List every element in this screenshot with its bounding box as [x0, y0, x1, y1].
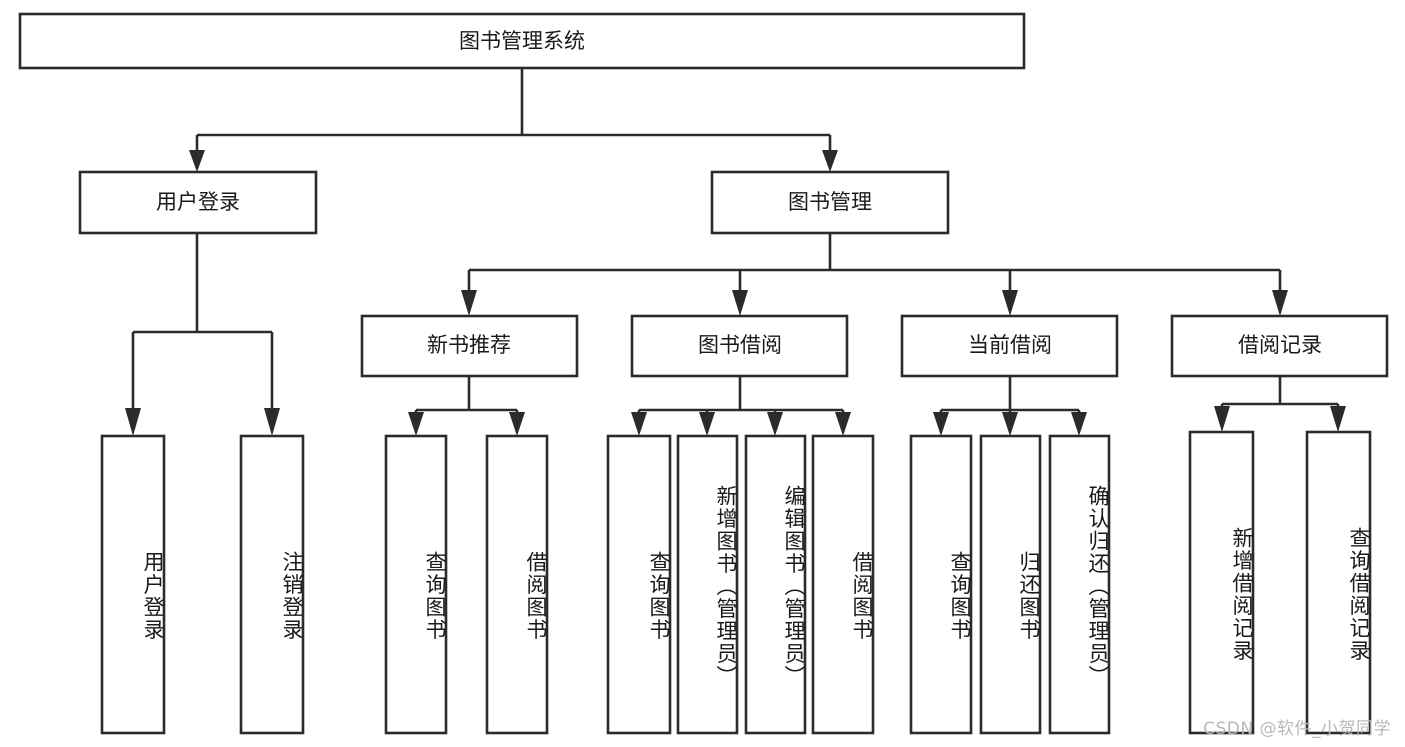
arrow-to-book-manage-icon [822, 150, 838, 172]
arrow-to-user-login-icon [189, 150, 205, 172]
node-current-borrow-label: 当前借阅 [968, 333, 1052, 357]
node-current-borrow[interactable] [900, 314, 1119, 378]
node-leaf-add-book[interactable] [676, 434, 739, 735]
node-leaf-edit-book[interactable] [744, 434, 807, 735]
arrow-to-current-borrow-icon [1002, 290, 1018, 316]
node-root[interactable] [18, 12, 1026, 70]
node-book-borrow-label: 图书借阅 [698, 333, 782, 357]
arrow-leaf-add-record-icon [1214, 406, 1230, 432]
arrow-to-borrow-record-icon [1272, 290, 1288, 316]
node-root-label: 图书管理系统 [459, 29, 585, 53]
arrow-leaf-edit-book-icon [767, 412, 783, 436]
node-new-book-recommend-label: 新书推荐 [427, 333, 511, 357]
node-leaf-borrow-book-1[interactable] [485, 434, 549, 735]
arrow-leaf-user-login-icon [125, 408, 141, 436]
node-leaf-add-record[interactable] [1188, 430, 1255, 735]
node-leaf-query-record[interactable] [1305, 430, 1372, 735]
node-leaf-confirm-return[interactable] [1048, 434, 1111, 735]
node-user-login-label: 用户登录 [156, 190, 240, 214]
arrow-leaf-query-book-1-icon [408, 412, 424, 436]
connector-layer [125, 68, 1346, 436]
arrow-leaf-borrow-book-1-icon [509, 412, 525, 436]
arrow-leaf-query-record-icon [1330, 406, 1346, 432]
node-layer: 图书管理系统 用户登录 图书管理 新书推荐 图书借阅 当前借阅 借阅记录 [18, 12, 1389, 735]
node-leaf-return-book[interactable] [979, 434, 1042, 735]
node-leaf-query-book-3[interactable] [909, 434, 973, 735]
node-borrow-record[interactable] [1170, 314, 1389, 378]
node-new-book-recommend[interactable] [360, 314, 579, 378]
arrow-leaf-return-book-icon [1002, 412, 1018, 436]
arrow-to-book-borrow-icon [732, 290, 748, 316]
node-borrow-record-label: 借阅记录 [1238, 333, 1322, 357]
arrow-leaf-query-book-3-icon [933, 412, 949, 436]
node-book-manage-label: 图书管理 [788, 190, 872, 214]
node-leaf-query-book-2[interactable] [606, 434, 672, 735]
node-book-borrow[interactable] [630, 314, 849, 378]
node-user-login[interactable] [78, 170, 318, 235]
arrow-leaf-confirm-return-icon [1071, 412, 1087, 436]
arrow-leaf-add-book-icon [699, 412, 715, 436]
arrow-to-new-book-icon [461, 290, 477, 316]
node-book-manage[interactable] [710, 170, 950, 235]
node-leaf-query-book-1[interactable] [384, 434, 448, 735]
arrow-leaf-borrow-book-2-icon [835, 412, 851, 436]
csdn-watermark: CSDN @软件_小贺同学 [1203, 719, 1391, 739]
node-leaf-user-login[interactable] [100, 434, 166, 735]
node-leaf-borrow-book-2[interactable] [811, 434, 875, 735]
arrow-leaf-query-book-2-icon [631, 412, 647, 436]
arrow-leaf-user-logout-icon [264, 408, 280, 436]
node-leaf-user-logout[interactable] [239, 434, 305, 735]
